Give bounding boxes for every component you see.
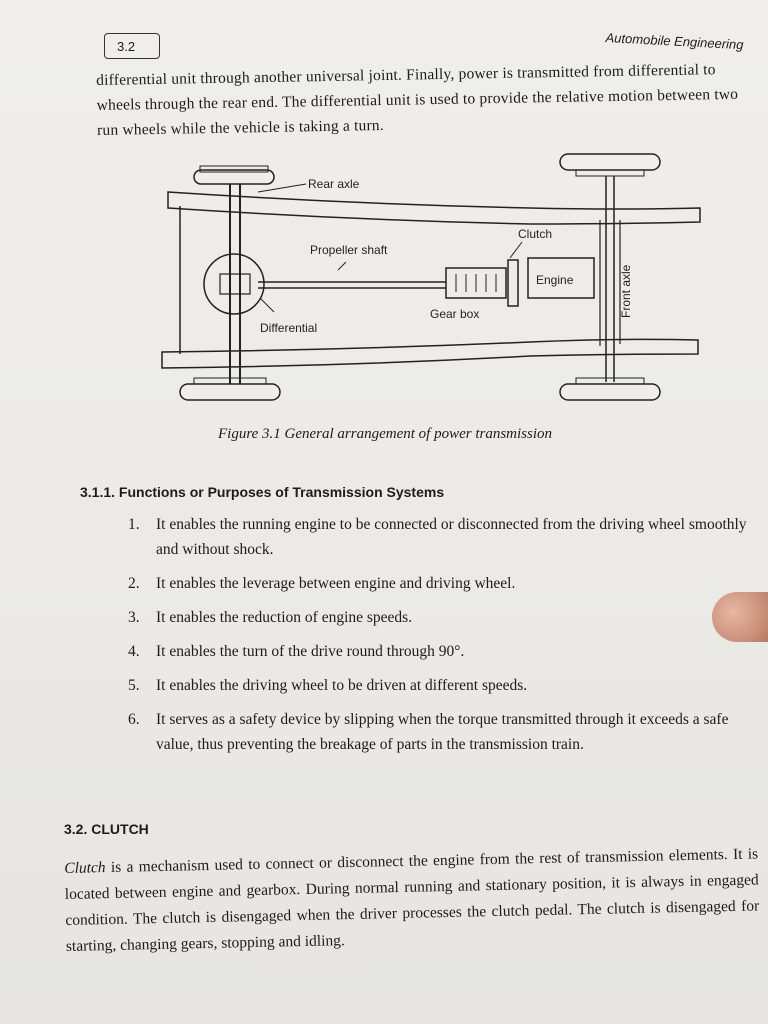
rear-wheel-top [193,169,275,185]
gear-box [445,267,507,299]
running-header-title: Automobile Engineering [605,30,744,53]
label-front-axle: Front axle [619,264,633,318]
differential-housing [203,253,265,315]
clutch-body-text: is a mechanism used to connect or discon… [64,845,760,955]
label-propeller-shaft: Propeller shaft [310,243,388,257]
clutch-paragraph: Clutch is a mechanism used to connect or… [64,841,760,960]
rear-wheel-bottom [179,383,281,401]
label-differential: Differential [260,321,317,335]
clutch-lead-word: Clutch [64,859,106,877]
transmission-diagram: Rear axle Propeller shaft Clutch Engine … [161,153,701,401]
label-engine: Engine [536,273,574,287]
front-wheel-bottom [559,383,661,401]
section-heading-clutch: 3.2. CLUTCH [64,821,149,837]
list-item: 5.It enables the driving wheel to be dri… [128,677,528,694]
functions-list: 1.It enables the running engine to be co… [96,512,756,766]
page-number-box: 3.2 [104,33,160,59]
list-item: 2.It enables the leverage between engine… [128,575,516,592]
list-item: 6.It serves as a safety device by slippi… [128,711,729,753]
figure-caption: Figure 3.1 General arrangement of power … [218,426,553,442]
intro-paragraph: differential unit through another univer… [96,61,739,139]
list-item: 4.It enables the turn of the drive round… [128,643,465,660]
transmission-figure: Rear axle Propeller shaft Clutch Engine … [150,146,720,414]
label-gear-box: Gear box [430,307,479,321]
section-heading-311: 3.1.1. Functions or Purposes of Transmis… [80,484,445,500]
engine-block [527,257,595,299]
list-item: 3.It enables the reduction of engine spe… [128,609,413,626]
list-item: 1.It enables the running engine to be co… [128,516,747,558]
label-rear-axle: Rear axle [308,177,360,191]
lower-frame-rail [161,338,699,369]
thumb-at-page-edge [712,592,768,642]
upper-frame-rail [167,191,701,225]
front-wheel-top [559,153,661,171]
label-clutch: Clutch [518,227,552,241]
clutch-plate [507,259,519,307]
